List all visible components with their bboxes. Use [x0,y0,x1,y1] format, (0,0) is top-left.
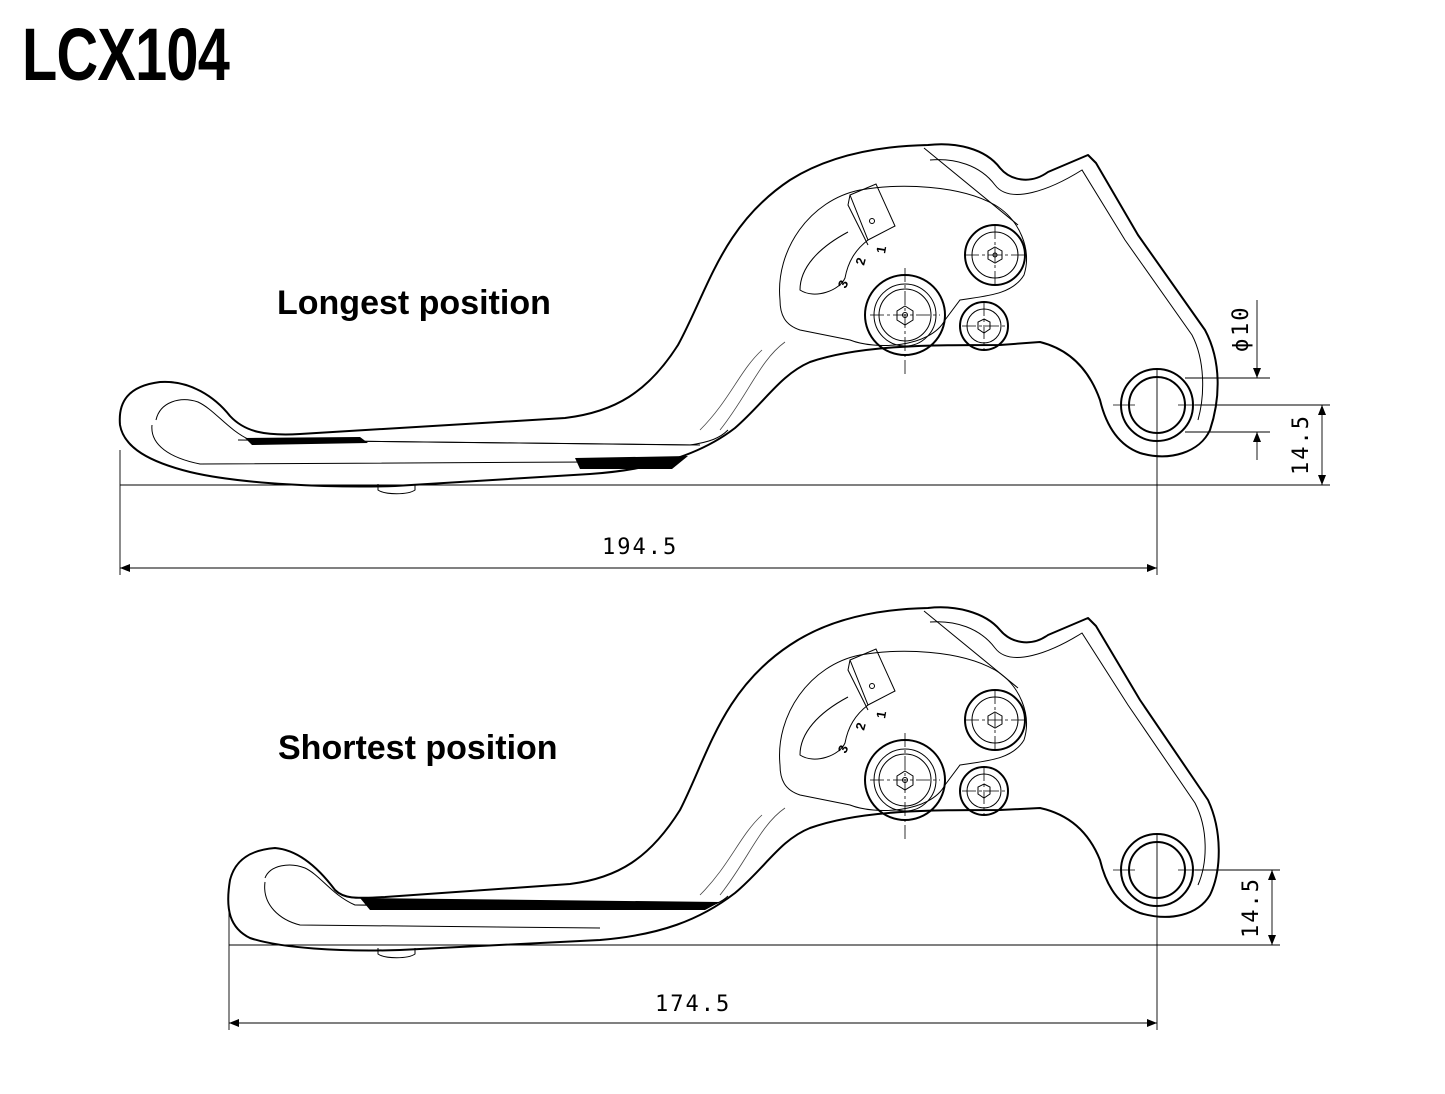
part-number-title: LCX104 [22,13,230,96]
svg-text:ϕ: ϕ [1229,337,1254,352]
setting-2-label: 2 [852,721,868,732]
offset-dimension-longest: 14.5 [1289,414,1314,475]
lever-shortest: 3 2 1 [227,606,1220,959]
longest-position-label: Longest position [277,284,551,322]
length-dimension-shortest: 174.5 [655,992,731,1017]
dimension-lines-shortest [228,835,1280,1030]
offset-dimension-shortest: 14.5 [1239,877,1264,938]
longest-position-view: Longest position 3 [118,143,1330,575]
shortest-position-label: Shortest position [278,729,558,767]
bore-dimension-value: 10 [1229,306,1254,337]
shortest-position-view: Shortest position 3 2 1 [227,606,1280,1030]
bore-dimension-longest: ϕ 10 [1229,306,1254,353]
setting-3-label: 3 [835,278,852,290]
setting-1-label: 1 [873,245,889,255]
dimension-lines-longest [119,300,1330,575]
setting-2-label: 2 [852,256,868,267]
setting-1-label: 1 [873,710,889,720]
length-dimension-longest: 194.5 [602,535,678,560]
setting-3-label: 3 [835,743,852,755]
